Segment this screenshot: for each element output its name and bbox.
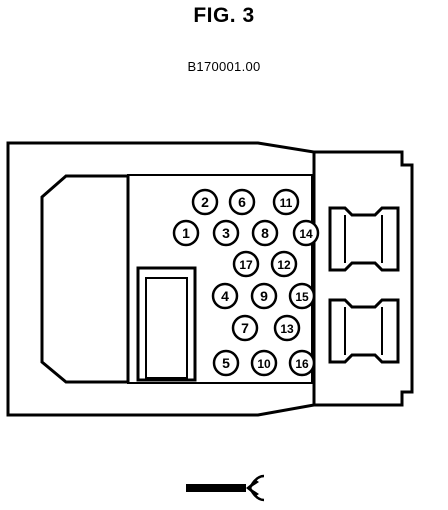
pin-5: 5 xyxy=(212,349,240,377)
pin-circle xyxy=(270,250,298,278)
pin-label: 12 xyxy=(277,258,291,272)
pin-13: 13 xyxy=(273,314,301,342)
pin-circle xyxy=(232,250,260,278)
connector-latch xyxy=(40,174,130,384)
pin-label: 8 xyxy=(261,225,269,241)
pin-label: 3 xyxy=(222,225,230,241)
keying-slot-inner xyxy=(145,277,188,379)
pin-circle xyxy=(250,349,278,377)
pin-10: 10 xyxy=(250,349,278,377)
pin-label: 5 xyxy=(222,355,230,371)
pin-circle xyxy=(251,219,279,247)
pin-label: 7 xyxy=(241,320,249,336)
pin-label: 6 xyxy=(238,194,246,210)
pin-label: 14 xyxy=(299,227,313,241)
pin-circle xyxy=(272,188,300,216)
pin-label: 17 xyxy=(239,258,253,272)
pin-label: 4 xyxy=(221,288,229,304)
pin-4: 4 xyxy=(211,282,239,310)
pin-label: 15 xyxy=(295,290,309,304)
pin-circle xyxy=(273,314,301,342)
pin-8: 8 xyxy=(251,219,279,247)
pin-16: 16 xyxy=(288,349,316,377)
pin-label: 13 xyxy=(280,322,294,336)
pin-circle xyxy=(191,188,219,216)
connector-rear-rail xyxy=(314,150,414,407)
pin-6: 6 xyxy=(228,188,256,216)
pin-circle xyxy=(212,349,240,377)
pin-circle xyxy=(288,282,316,310)
pin-label: 11 xyxy=(280,196,293,210)
pin-15: 15 xyxy=(288,282,316,310)
pin-circle xyxy=(250,282,278,310)
pin-3: 3 xyxy=(212,219,240,247)
pin-14: 14 xyxy=(292,219,320,247)
pin-circle xyxy=(212,219,240,247)
pin-circle xyxy=(228,188,256,216)
pin-11: 11 xyxy=(272,188,300,216)
pin-label: 9 xyxy=(260,288,268,304)
pin-1: 1 xyxy=(172,219,200,247)
pin-circle xyxy=(211,282,239,310)
lower-lock-window xyxy=(328,298,400,364)
pin-circle xyxy=(292,219,320,247)
pin-cavity-region xyxy=(127,174,313,384)
pin-17: 17 xyxy=(232,250,260,278)
pin-2: 2 xyxy=(191,188,219,216)
pin-12: 12 xyxy=(270,250,298,278)
pin-label: 2 xyxy=(201,194,209,210)
pin-circle xyxy=(288,349,316,377)
figure-code: B170001.00 xyxy=(187,59,261,74)
pin-label: 1 xyxy=(182,225,190,241)
pin-7: 7 xyxy=(231,314,259,342)
pin-9: 9 xyxy=(250,282,278,310)
upper-lock-window xyxy=(328,206,400,272)
pin-circle xyxy=(231,314,259,342)
view-arrow-icon xyxy=(186,474,265,502)
pin-label: 16 xyxy=(295,357,309,371)
figure-title: FIG. 3 xyxy=(193,4,255,27)
pin-circle xyxy=(172,219,200,247)
pin-label: 10 xyxy=(257,357,271,371)
